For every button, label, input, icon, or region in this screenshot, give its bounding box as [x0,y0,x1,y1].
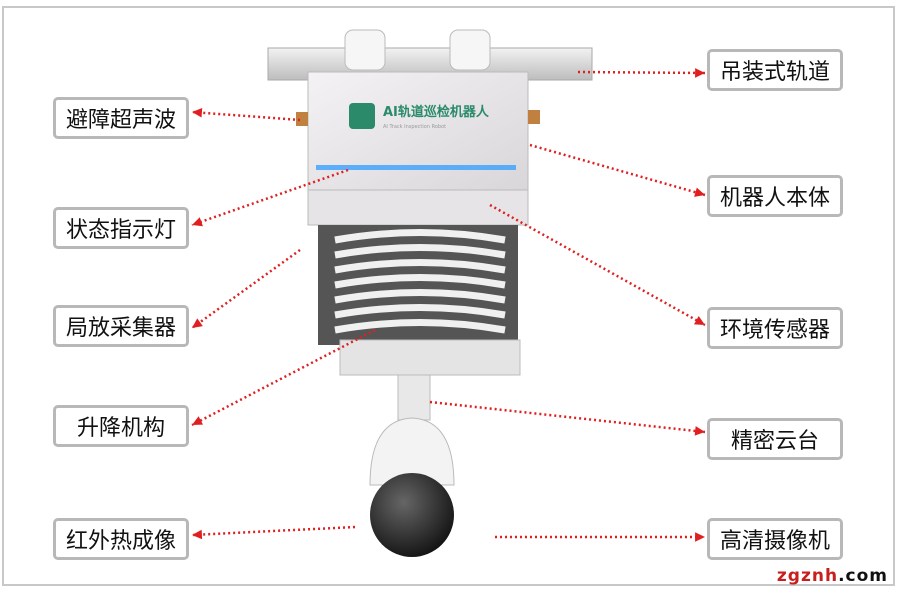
label-pd-collector: 局放采集器 [53,305,189,347]
label-robot-body: 机器人本体 [707,175,843,217]
watermark: zgznh.com [777,566,888,586]
arrowhead-icon [694,426,705,436]
arrow-line [191,110,301,122]
arrowhead-icon [192,529,203,540]
label-ptz: 精密云台 [707,418,843,460]
arrow-line [191,525,356,537]
ptz-camera [369,374,455,557]
arrow-line [577,70,706,75]
arrowhead-icon [192,416,203,425]
label-env-sensor: 环境传感器 [707,307,843,349]
logo-text: AI轨道巡检机器人 [383,104,490,120]
robot-body: AI轨道巡检机器人 AI Track Inspection Robot [296,71,540,226]
watermark-black: .com [838,566,888,586]
arrowhead-icon [694,187,705,197]
logo-icon [349,103,375,129]
arrow-line [489,203,706,327]
watermark-red: zgznh [776,566,839,586]
arrowhead-icon [192,318,203,328]
label-ultrasonic: 避障超声波 [53,97,189,139]
arrowhead-icon [695,532,705,542]
arrows [191,68,706,542]
lift-mechanism [318,225,521,376]
label-hd-camera: 高清摄像机 [707,518,843,560]
arrow-line [191,248,301,330]
arrowhead-icon [695,68,705,78]
label-infrared: 红外热成像 [53,518,189,560]
arrowhead-icon [694,315,705,325]
frame [2,6,895,586]
arrow-line [429,400,706,434]
logo-subtext: AI Track Inspection Robot [383,124,446,130]
label-lift: 升降机构 [53,405,189,447]
label-rail: 吊装式轨道 [707,49,843,91]
label-status-light: 状态指示灯 [53,207,189,249]
arrowhead-icon [192,217,203,227]
arrowhead-icon [192,107,203,118]
arrow-line [191,328,376,427]
arrow-line [529,143,706,197]
